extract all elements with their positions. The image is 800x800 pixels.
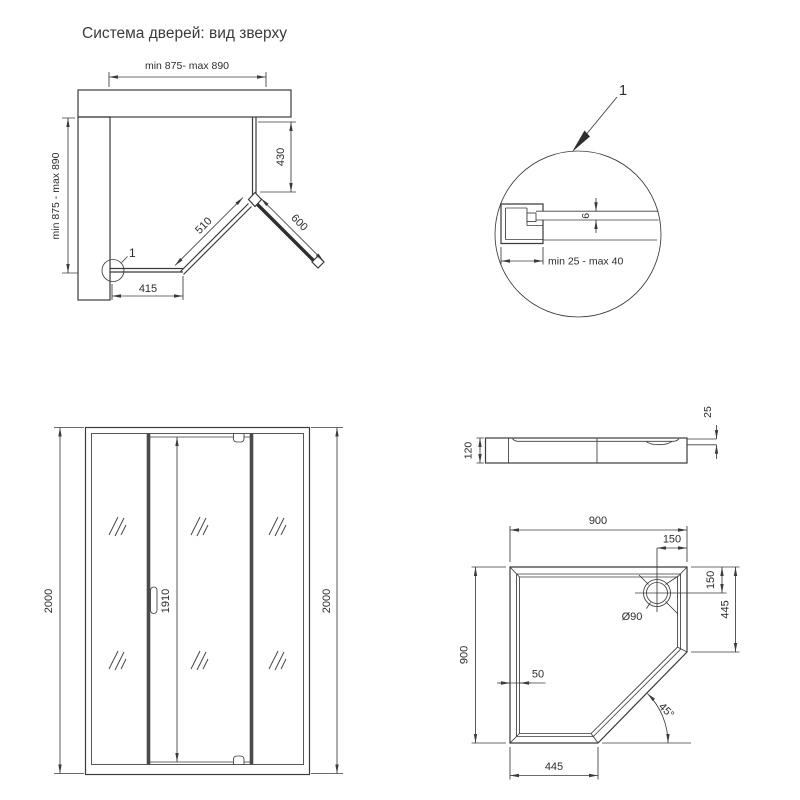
tray-900-left-label: 900 — [459, 646, 471, 664]
panel-430-dimension: 430 — [258, 121, 296, 193]
tray-top-view-drawing: Ø90 900 150 150 445 900 — [459, 515, 740, 780]
glass-thickness-dimension: 6 — [580, 198, 598, 233]
rim-50-label: 50 — [532, 669, 544, 681]
tray-120-label: 120 — [463, 442, 475, 460]
detail-callout-marker: 1 — [101, 246, 136, 282]
tray-body — [484, 437, 688, 464]
side-445-label: 445 — [720, 600, 732, 618]
tray-outline — [509, 566, 688, 744]
frame-inner — [91, 433, 304, 765]
door-600-dimension: 600 — [260, 198, 324, 262]
panel-430-label: 430 — [275, 148, 287, 166]
top-width-dimension: min 875- max 890 — [108, 60, 267, 87]
side-panel-510 — [180, 203, 252, 275]
drain-150-side-label: 150 — [705, 571, 717, 589]
profile-range-label: min 25 - max 40 — [548, 256, 623, 268]
detail-callout-number: 1 — [129, 246, 136, 260]
corner-angle-label: 45° — [656, 701, 676, 721]
detail-circle — [494, 150, 662, 318]
drain-150-top-dimension: 150 — [657, 534, 687, 550]
bottom-445-label: 445 — [545, 761, 563, 773]
pivot-hinge — [247, 191, 263, 208]
left-brick-wall — [77, 116, 111, 301]
top-width-label: min 875- max 890 — [145, 60, 229, 72]
front-view-drawing: 2000 2000 1910 — [43, 426, 343, 776]
detail-view-drawing: 1 6 min 25 - max 40 — [494, 83, 662, 318]
wall-profile-section — [500, 203, 659, 245]
rim-miter-joints — [509, 566, 688, 744]
panel-510-dimension: 510 — [174, 197, 244, 266]
detail-number: 1 — [619, 83, 627, 99]
door-panel-600 — [256, 203, 317, 264]
drain-150-top-label: 150 — [663, 534, 681, 546]
tray-drain-section — [645, 440, 673, 446]
door-1910-dimension: 1910 — [160, 437, 179, 762]
tray-25-label: 25 — [702, 406, 714, 418]
fixed-panel-430 — [251, 117, 257, 197]
door-1910-label: 1910 — [160, 589, 172, 613]
frame-outer — [84, 426, 311, 776]
left-height-dimension: min 875 - max 890 — [50, 117, 78, 274]
tray-900-top-dimension: 900 — [509, 515, 688, 562]
drain-diameter-label: Ø90 — [622, 611, 643, 623]
glass-section — [536, 210, 659, 221]
tray-900-top-label: 900 — [589, 515, 607, 527]
top-view-drawing: min 875- max 890 min 875 - max 890 430 5… — [50, 60, 325, 301]
panel-510-label: 510 — [193, 215, 214, 236]
left-2000-label: 2000 — [43, 589, 55, 613]
door-handle — [150, 586, 158, 614]
tray-rim-inner-2 — [519, 576, 678, 734]
drain: Ø90 — [622, 548, 727, 623]
door-600-label: 600 — [288, 212, 309, 233]
panel-415-label: 415 — [139, 283, 157, 295]
side-445-dimension: 445 — [691, 567, 740, 653]
tray-900-left-dimension: 900 — [459, 566, 506, 744]
detail-leader: 1 — [572, 83, 627, 152]
glass-thickness-label: 6 — [580, 213, 592, 219]
rim-50-dimension: 50 — [497, 669, 546, 685]
right-2000-dimension: 2000 — [311, 427, 343, 774]
right-2000-label: 2000 — [321, 589, 333, 613]
drain-150-side-dimension: 150 — [691, 566, 740, 593]
left-2000-dimension: 2000 — [43, 427, 84, 774]
panel-415-dimension: 415 — [111, 276, 184, 300]
bottom-445-dimension: 445 — [509, 747, 599, 780]
bottom-hinge — [233, 755, 245, 765]
bottom-panel-415 — [110, 267, 183, 273]
top-brick-wall — [77, 89, 292, 118]
page-title: Система дверей: вид зверху — [82, 25, 287, 42]
tray-basin-line — [512, 438, 680, 442]
tray-side-view-drawing: 120 25 — [463, 406, 719, 464]
profile-range-dimension: min 25 - max 40 — [500, 247, 623, 268]
door-end-profile — [311, 255, 325, 269]
left-height-label: min 875 - max 890 — [50, 152, 62, 239]
top-hinge — [233, 433, 245, 443]
tray-120-dimension: 120 — [463, 437, 484, 464]
tray-25-dimension: 25 — [687, 406, 719, 459]
tray-rim-inner-1 — [516, 573, 681, 737]
